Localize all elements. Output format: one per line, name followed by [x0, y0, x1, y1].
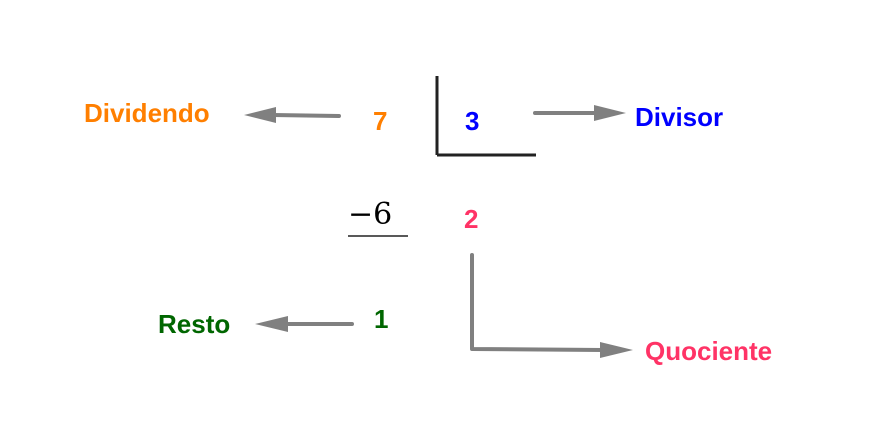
- subtraction-value: −6: [348, 197, 393, 232]
- quotient-label: Quociente: [645, 336, 773, 366]
- dividend-arrow-icon: [244, 107, 341, 123]
- divisor-value: 3: [465, 106, 480, 136]
- remainder-arrow-icon: [255, 316, 354, 332]
- remainder-label: Resto: [158, 309, 231, 339]
- divisor-label: Divisor: [635, 102, 724, 132]
- dividend-label: Dividendo: [84, 98, 210, 128]
- divisor-arrow-icon: [533, 105, 626, 121]
- dividend-value: 7: [373, 106, 388, 136]
- remainder-value: 1: [374, 304, 389, 334]
- quotient-arrow-icon: [470, 253, 633, 358]
- division-bracket: [435, 76, 536, 157]
- quotient-value: 2: [464, 204, 479, 234]
